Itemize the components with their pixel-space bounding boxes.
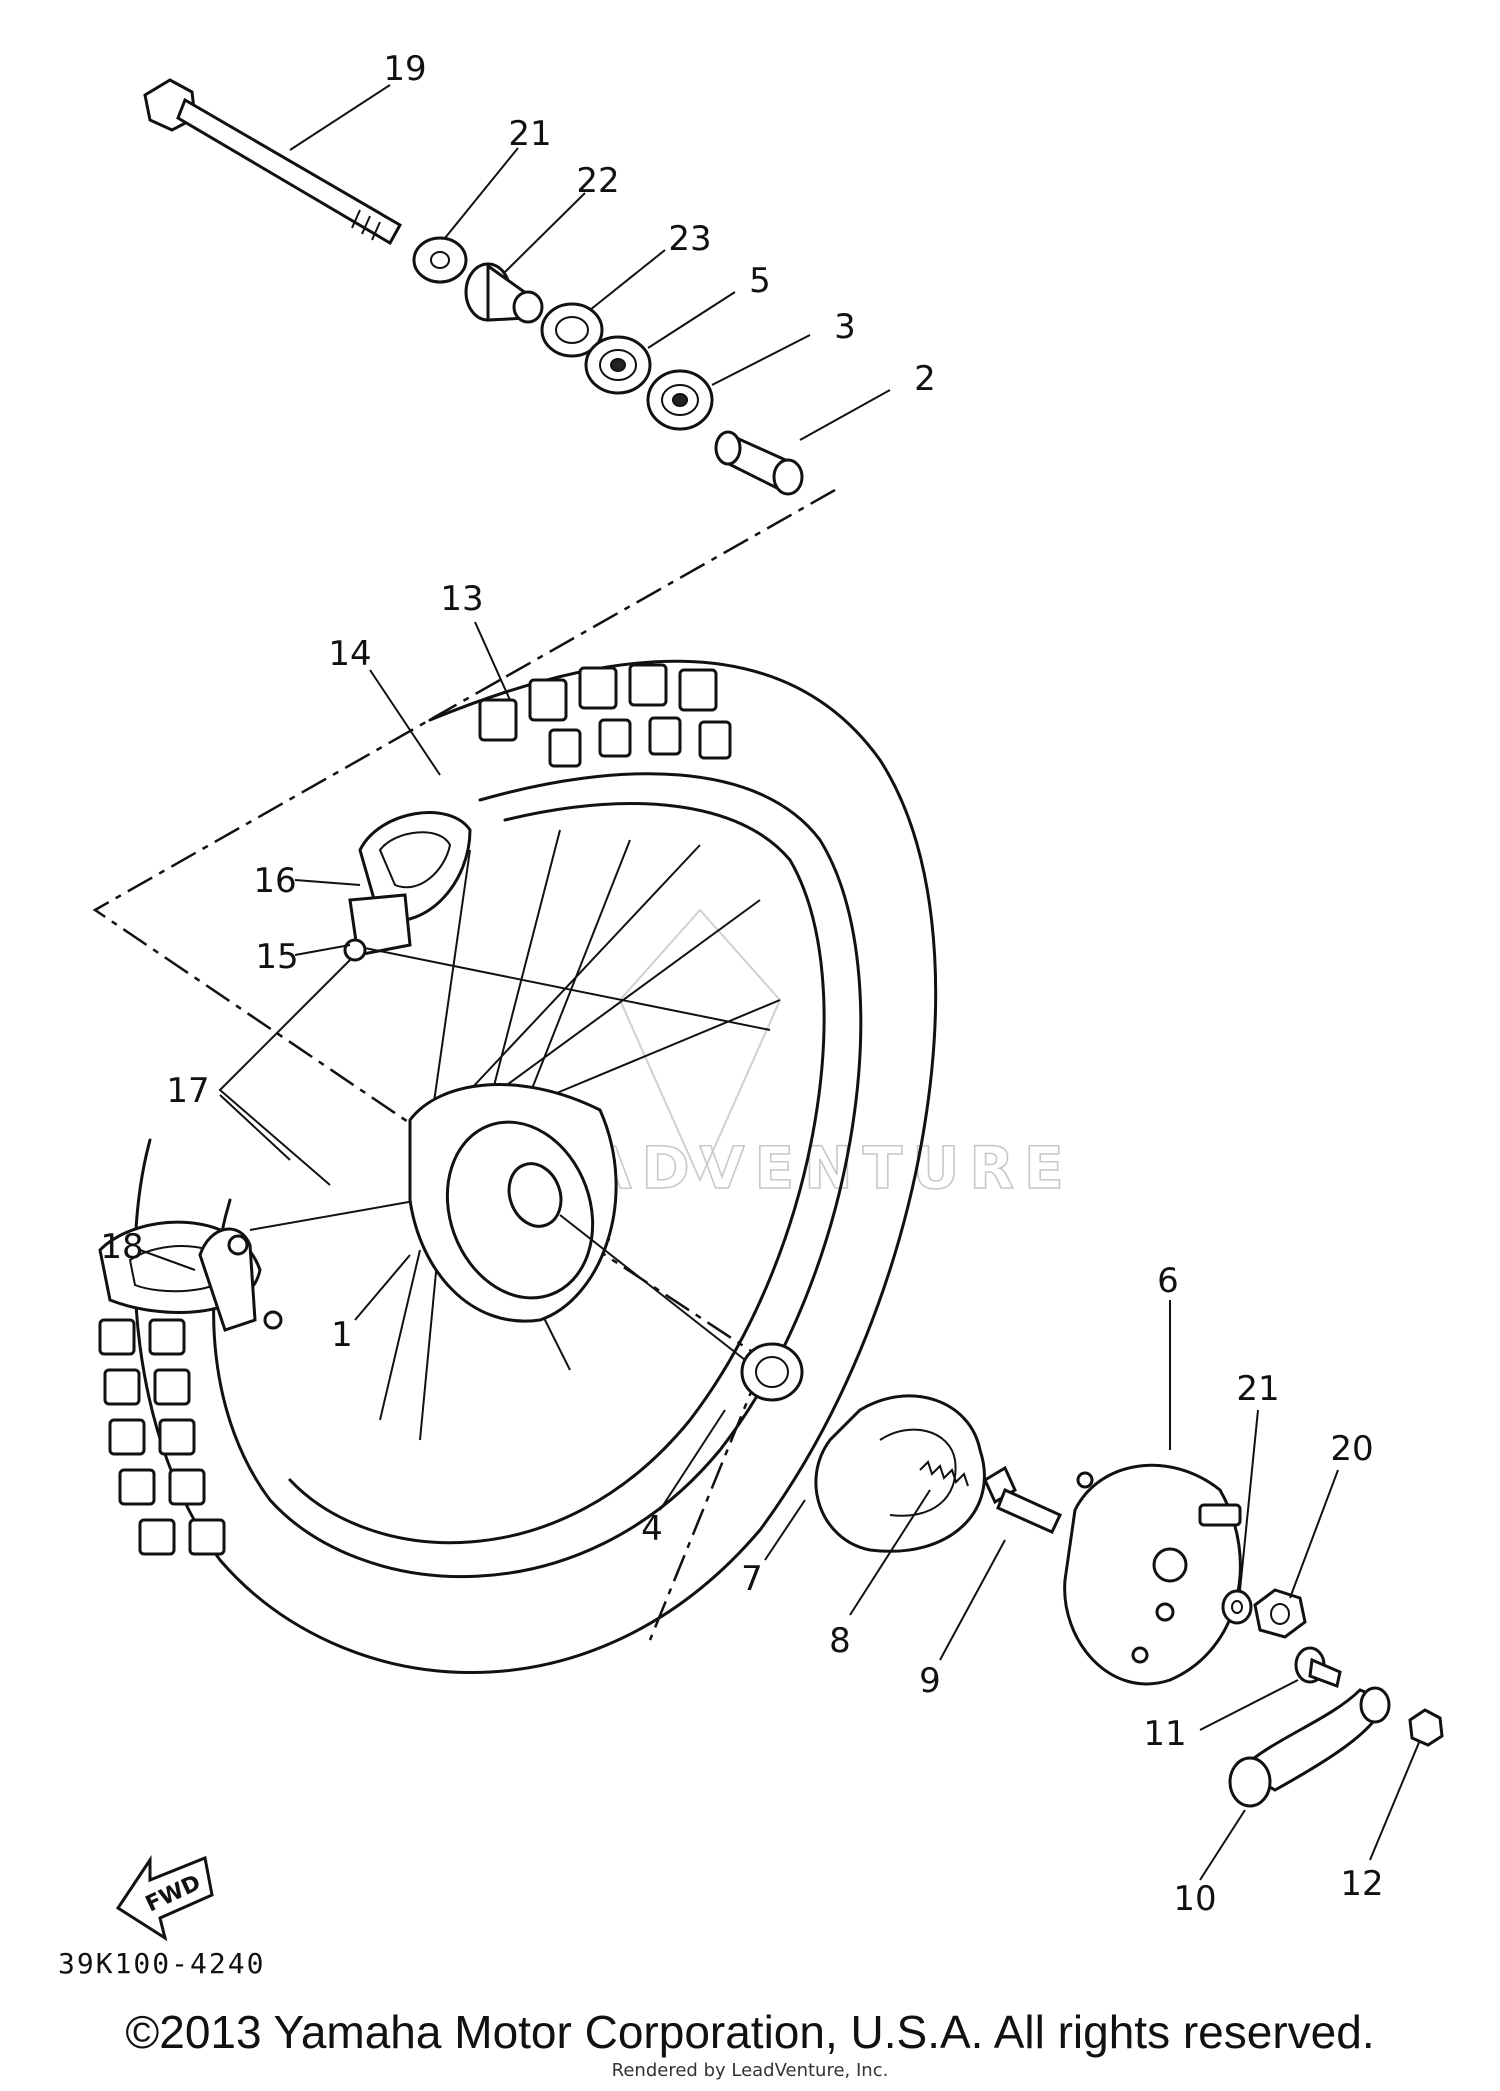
copyright-notice: ©2013 Yamaha Motor Corporation, U.S.A. A… <box>125 2006 1375 2058</box>
callout-21-lower: 21 <box>1236 1369 1279 1409</box>
hub <box>408 1083 618 1323</box>
callout-13: 13 <box>440 579 483 619</box>
callout-21-top: 21 <box>508 114 551 154</box>
drawing-code: 39K100-4240 <box>58 1947 265 1980</box>
fwd-arrow: FWD <box>115 1855 214 1942</box>
callout-9: 9 <box>919 1661 941 1701</box>
callout-16: 16 <box>253 861 296 901</box>
callout-2: 2 <box>914 359 936 399</box>
callout-15: 15 <box>255 937 298 977</box>
brake-shoe <box>814 1394 986 1553</box>
axle-bolt <box>143 78 403 246</box>
bolt <box>1294 1646 1342 1689</box>
callouts: 19 21 22 23 5 3 2 13 14 16 15 17 18 1 4 … <box>100 49 1383 1919</box>
oil-seal <box>540 302 604 358</box>
callout-20: 20 <box>1330 1429 1373 1469</box>
callout-3: 3 <box>834 307 856 347</box>
brake-shoe-plate <box>1063 1463 1242 1686</box>
callout-22: 22 <box>576 161 619 201</box>
washer-top <box>412 236 468 284</box>
callout-17: 17 <box>166 1071 209 1111</box>
spring <box>919 1460 969 1487</box>
camshaft-lever <box>1228 1686 1391 1808</box>
callout-18: 18 <box>100 1227 143 1267</box>
callout-5: 5 <box>749 261 771 301</box>
callout-23: 23 <box>668 219 711 259</box>
spoke-nipple-bottom <box>227 1234 249 1256</box>
spacer <box>714 430 804 496</box>
leader-lines <box>139 84 1421 1881</box>
callout-8: 8 <box>829 1621 851 1661</box>
washer-lower <box>1221 1589 1253 1625</box>
lever-nut <box>1408 1708 1444 1747</box>
axle-nut <box>1253 1588 1307 1639</box>
callout-14: 14 <box>328 634 371 674</box>
collar <box>464 262 544 324</box>
callout-10: 10 <box>1173 1879 1216 1919</box>
callout-12: 12 <box>1340 1864 1383 1904</box>
callout-4: 4 <box>641 1509 663 1549</box>
callout-6: 6 <box>1157 1261 1179 1301</box>
bearing-4 <box>740 1342 804 1402</box>
camshaft <box>983 1465 1063 1534</box>
callout-19: 19 <box>383 49 426 89</box>
callout-11: 11 <box>1143 1714 1186 1754</box>
wheel-assembly <box>98 659 938 1674</box>
callout-1: 1 <box>331 1315 353 1355</box>
assembly-lines <box>92 488 836 1641</box>
tire-tread-bottom <box>98 1318 226 1556</box>
rendered-by-notice: Rendered by LeadVenture, Inc. <box>611 2060 889 2081</box>
spoke-nipple-top <box>343 938 367 962</box>
tire-tread-top <box>478 663 732 768</box>
callout-7: 7 <box>741 1559 763 1599</box>
